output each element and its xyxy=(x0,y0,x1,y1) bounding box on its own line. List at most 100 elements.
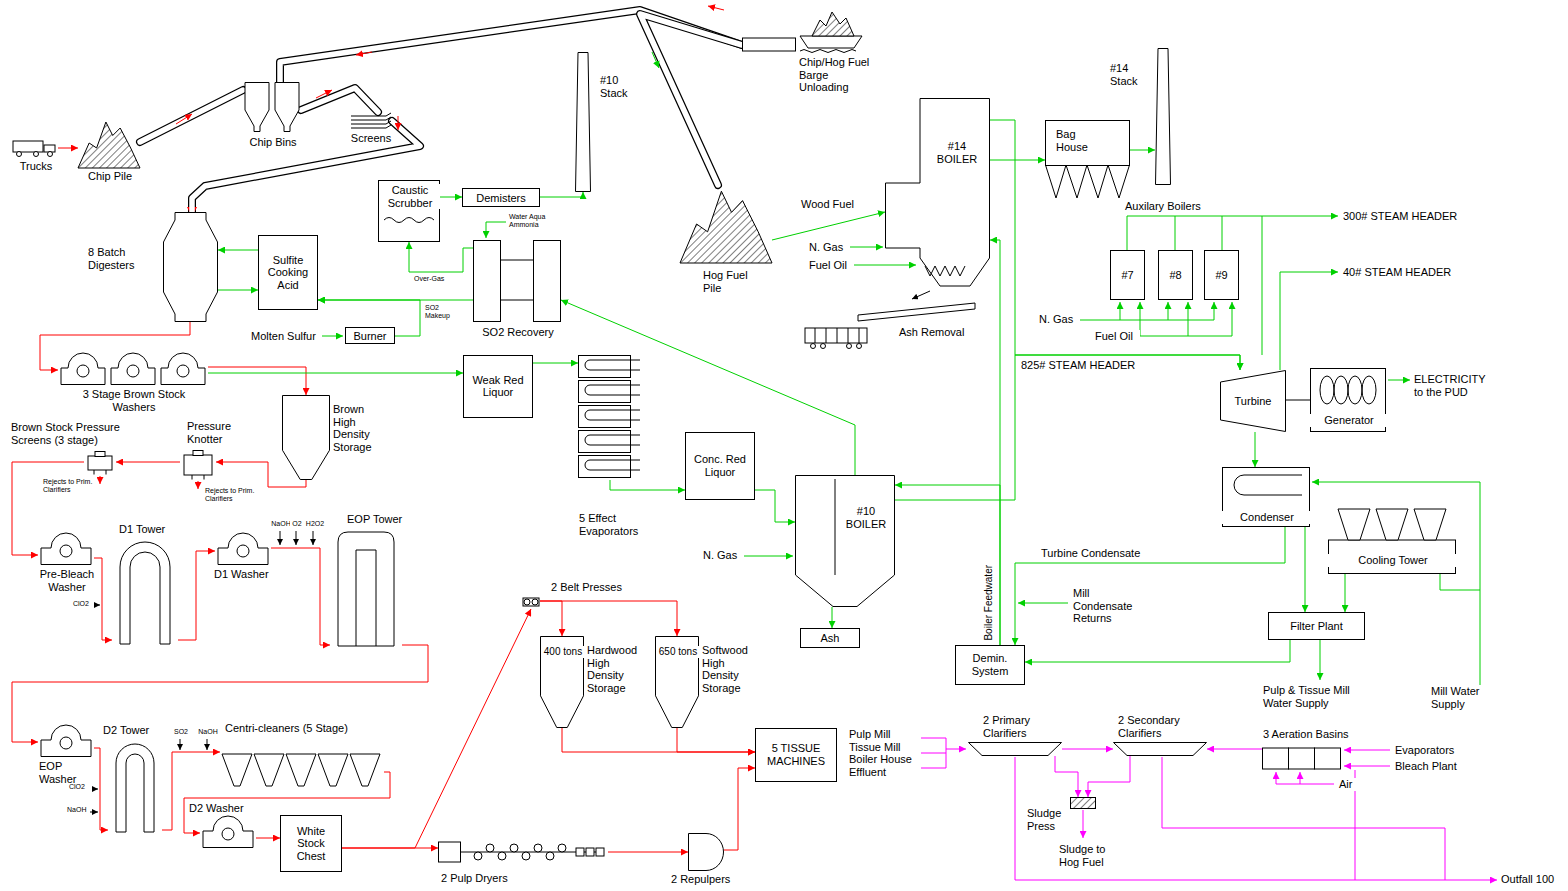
equipment-node: 2 Pulp Dryers xyxy=(438,834,608,870)
ash-conveyor xyxy=(821,344,826,349)
equipment-node: SO2 Recovery xyxy=(473,240,561,322)
equipment-outline xyxy=(1156,49,1171,185)
equipment-outline xyxy=(17,152,22,157)
flow-line xyxy=(440,197,462,198)
node-label: #10 Stack xyxy=(599,74,641,99)
equipment-outline xyxy=(1114,743,1207,756)
process-box: Conc. Red Liquor xyxy=(685,432,755,500)
node-label: Sulfite Cooking Acid xyxy=(260,254,316,292)
flow-label: Wood Fuel xyxy=(800,198,862,211)
equipment-node: #14 BOILER xyxy=(885,98,990,288)
equipment-outline xyxy=(34,152,39,157)
equipment-outline xyxy=(215,535,271,565)
annotation-label: NaOH xyxy=(66,806,90,814)
equipment-outline xyxy=(259,236,318,310)
flow-line xyxy=(533,363,578,364)
node-label: 2 Repulpers xyxy=(670,873,748,886)
conveyor-direction-arrow xyxy=(398,116,399,130)
chemical-addition-arrow xyxy=(207,739,208,750)
chemical-addition-arrow xyxy=(313,531,314,545)
annotation-label: SO2 xyxy=(172,728,190,736)
chemical-addition-arrow xyxy=(180,739,181,750)
equipment-outline xyxy=(585,385,640,395)
annotation-label: ClO2 xyxy=(68,783,92,791)
annotation-label: Boiler Feedwater xyxy=(983,562,995,644)
equipment-outline xyxy=(281,816,342,872)
equipment-node: Caustic Scrubber xyxy=(378,180,440,242)
equipment-outline xyxy=(576,53,591,192)
equipment-outline xyxy=(48,152,53,157)
chemical-feed-line xyxy=(322,336,343,337)
equipment-outline xyxy=(680,185,772,263)
equipment-outline xyxy=(812,12,854,36)
node-label: Chip Bins xyxy=(237,136,309,149)
equipment-outline xyxy=(586,848,594,856)
conveyor-direction-arrow xyxy=(652,52,659,68)
annotation-label: 300# STEAM HEADER xyxy=(1342,210,1474,223)
node-label: Sludge Press xyxy=(1026,807,1070,832)
equipment-outline xyxy=(886,99,990,287)
node-label: Hardwood High Density Storage xyxy=(586,644,644,695)
equipment-outline xyxy=(164,213,218,322)
flow-line xyxy=(162,752,220,830)
effluent-line xyxy=(1015,757,1497,880)
flow-line xyxy=(895,485,1000,645)
node-label: Bag House xyxy=(1055,128,1097,153)
node-label: 650 tons xyxy=(656,646,700,658)
equipment-outline xyxy=(576,848,584,856)
equipment-node: 2 Belt Presses xyxy=(522,595,540,609)
node-label: Demin. System xyxy=(957,652,1023,677)
equipment-outline xyxy=(218,533,268,565)
equipment-outline xyxy=(351,121,391,124)
node-label: Filter Plant xyxy=(1270,620,1363,633)
process-box: Weak Red Liquor xyxy=(463,355,533,418)
equipment-node: Sludge Press xyxy=(1070,797,1096,809)
annotation-label: Air xyxy=(1338,778,1362,791)
equipment-outline xyxy=(474,852,482,860)
annotation-label: N. Gas xyxy=(1038,313,1080,326)
annotation-label: Outfall 100 xyxy=(1500,873,1564,886)
chemical-addition-arrow xyxy=(296,531,297,545)
node-label: Pre-Bleach Washer xyxy=(34,568,100,593)
node-label: Weak Red Liquor xyxy=(465,374,531,399)
equipment-outline xyxy=(126,754,144,832)
flow-line xyxy=(1286,400,1310,401)
effluent-line xyxy=(1344,750,1390,751)
flow-line xyxy=(208,367,306,395)
belt-core xyxy=(640,14,742,185)
equipment-outline xyxy=(161,353,205,385)
chemical-addition-arrow xyxy=(90,812,98,813)
equipment-outline xyxy=(925,266,965,276)
equipment-outline xyxy=(579,356,631,378)
equipment-outline xyxy=(184,455,212,475)
flow-label: Turbine Condensate xyxy=(1040,547,1152,560)
process-box: Demisters xyxy=(462,188,540,207)
node-label: #10 BOILER xyxy=(839,505,893,530)
equipment-outline xyxy=(1155,48,1171,185)
flow-label: Over-Gas xyxy=(413,275,455,283)
equipment-node: Cooling Tower xyxy=(1328,508,1456,574)
equipment-node: EOP Washer xyxy=(38,727,94,757)
chemical-feed-line xyxy=(850,247,883,248)
flow-line xyxy=(755,490,795,522)
equipment-outline xyxy=(474,241,501,322)
equipment-outline xyxy=(116,744,154,832)
equipment-outline xyxy=(1046,121,1130,166)
flow-line xyxy=(40,322,190,370)
equipment-outline xyxy=(163,212,218,322)
process-box: #8 xyxy=(1158,250,1193,300)
flow-line xyxy=(1255,432,1256,467)
node-label: 2 Belt Presses xyxy=(550,581,632,594)
equipment-outline xyxy=(1362,376,1376,404)
conveyor-direction-arrow xyxy=(708,6,724,10)
equipment-outline xyxy=(95,452,105,457)
equipment-outline xyxy=(220,748,384,790)
equipment-outline xyxy=(338,532,394,646)
equipment-outline xyxy=(192,475,204,480)
node-label: Chip/Hog Fuel Barge Unloading xyxy=(798,56,878,94)
equipment-outline xyxy=(689,834,724,871)
equipment-outline xyxy=(596,848,604,856)
equipment-outline xyxy=(558,844,566,852)
flow-line xyxy=(208,373,463,374)
equipment-outline xyxy=(524,599,530,605)
